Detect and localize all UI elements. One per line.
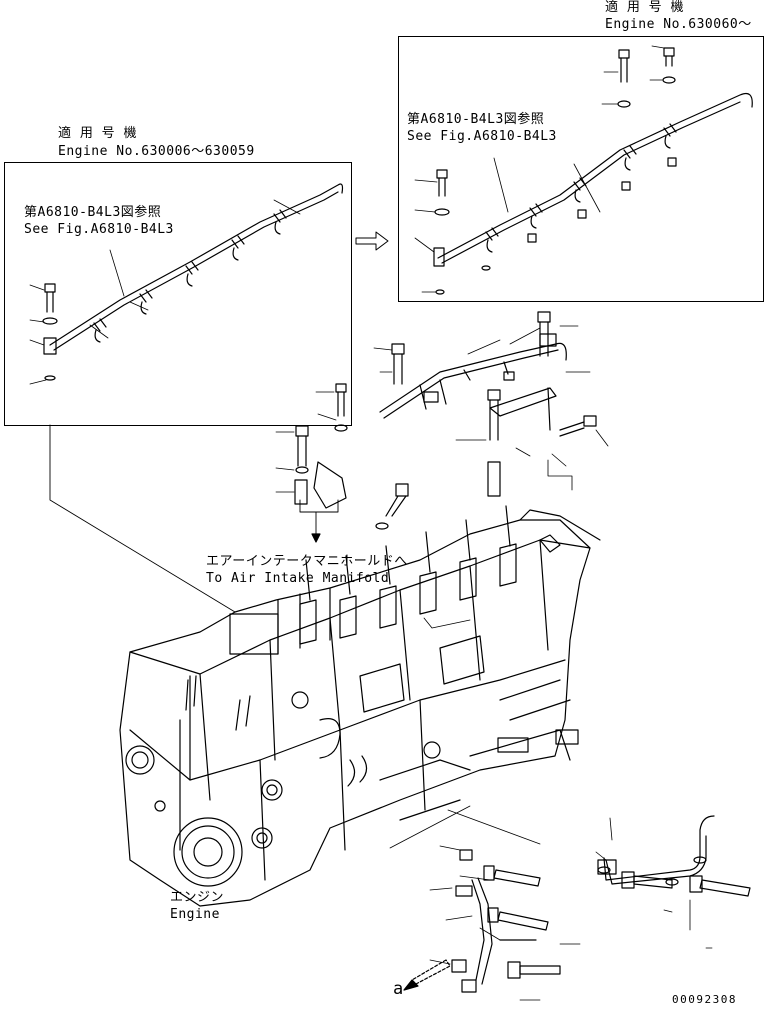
marker-a: a [393, 979, 404, 999]
left-harness-pipe [49, 183, 344, 351]
left-callout-ref-jp: 第A6810-B4L3図参照 [24, 205, 162, 220]
left-callout-header-en: Engine No.630006～630059 [58, 144, 255, 159]
lower-bolts [483, 856, 751, 979]
right-callout-header-en: Engine No.630060～ [605, 17, 752, 32]
lower-harness [451, 815, 715, 993]
manifold-label-en: To Air Intake Manifold [206, 571, 390, 586]
right-callout-ref-en: See Fig.A6810-B4L3 [407, 129, 557, 144]
engine-label-en: Engine [170, 907, 220, 922]
figure-number: 00092308 [672, 993, 737, 1006]
left-bolt [42, 283, 58, 381]
manifold-label-jp: エアーインテークマニホールドへ [206, 554, 408, 569]
right-harness-pipe [433, 92, 753, 295]
engine-label-jp: エンジン [170, 890, 225, 905]
right-callout-box [398, 36, 764, 302]
middle-bolts [294, 311, 597, 530]
middle-harness [379, 333, 567, 419]
engine-block [119, 505, 601, 907]
right-callout-header-jp: 適 用 号 機 [605, 0, 684, 15]
left-callout-box [4, 162, 352, 426]
right-callout-ref-jp: 第A6810-B4L3図参照 [407, 112, 545, 127]
left-callout-header-jp: 適 用 号 機 [58, 126, 137, 141]
left-callout-ref-en: See Fig.A6810-B4L3 [24, 222, 174, 237]
